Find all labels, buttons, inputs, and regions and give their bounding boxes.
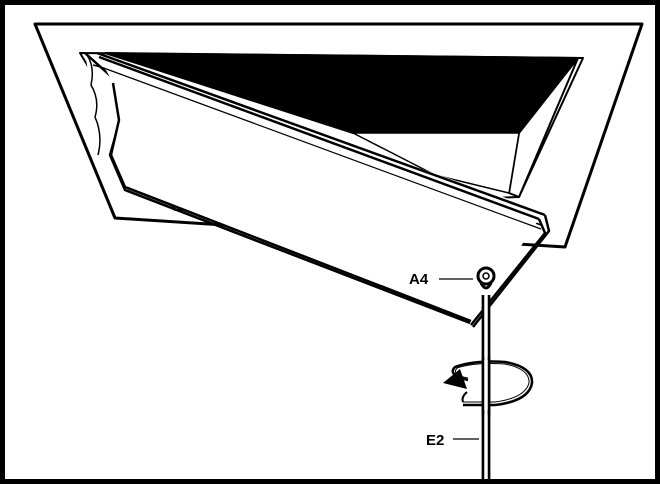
ring-eye <box>476 266 496 290</box>
callout-a4-label: A4 <box>409 271 429 288</box>
attic-hatch-illustration: A4 E2 <box>33 22 644 479</box>
rotation-arrow-icon <box>443 357 534 415</box>
callout-e2: E2 <box>426 432 479 449</box>
ceiling-opening <box>104 52 581 198</box>
hatch-door <box>84 51 551 328</box>
callout-a4: A4 <box>409 271 473 288</box>
callout-e2-label: E2 <box>426 432 444 449</box>
